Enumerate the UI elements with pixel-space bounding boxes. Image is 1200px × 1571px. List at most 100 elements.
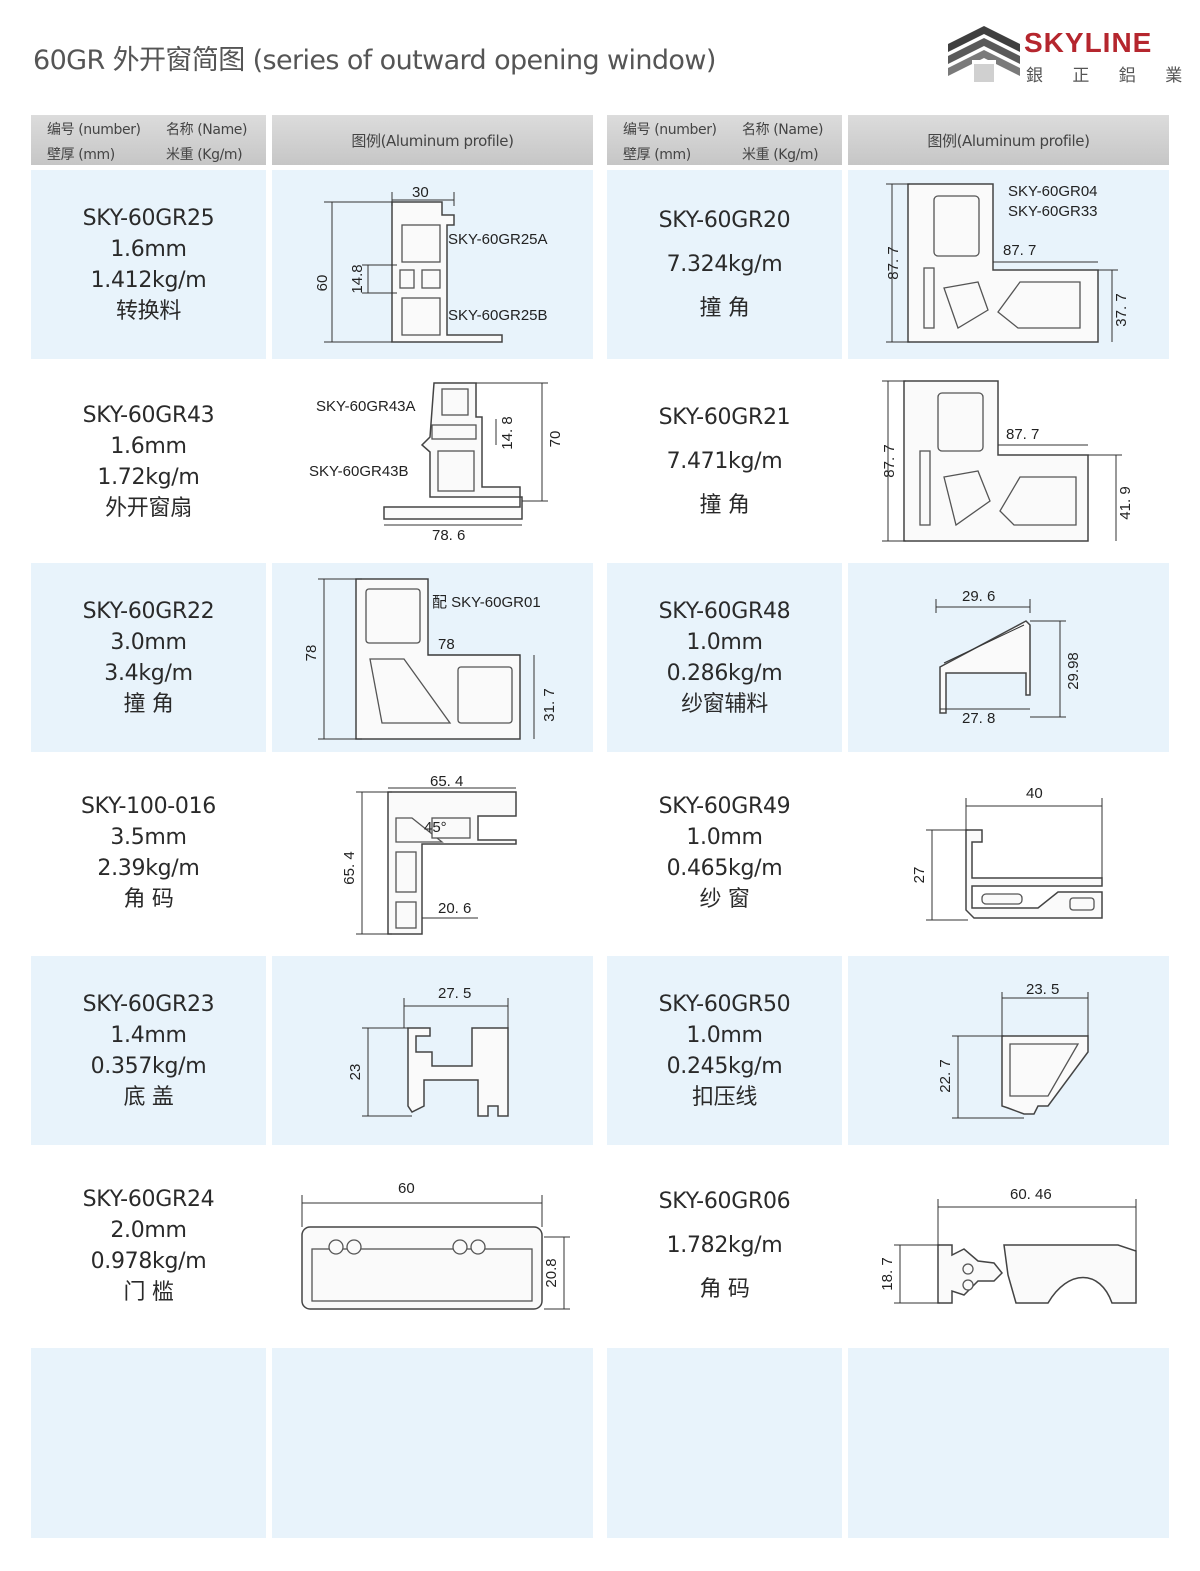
dim-height: 23 [347, 1064, 364, 1081]
header-number: 编号 (number) [623, 122, 717, 138]
profile-drawing-60gr21: 87. 7 87. 7 41. 9 [848, 367, 1169, 556]
profile-name: 纱 窗 [699, 886, 750, 912]
profile-weight: 1.412kg/m [90, 267, 207, 293]
profile-section-shape [387, 791, 517, 935]
dim-top: 65. 4 [430, 773, 463, 790]
profile-section-shape [355, 578, 521, 740]
profile-drawing-60gr23: 27. 5 23 [272, 956, 593, 1145]
profile-thickness: 2.0mm [110, 1217, 187, 1243]
profile-weight: 1.72kg/m [97, 464, 200, 490]
profile-name: 门 槛 [123, 1279, 174, 1305]
profile-section-shape [391, 201, 503, 343]
profile-info-60gr06: SKY-60GR06 1.782kg/m 角 码 [607, 1151, 842, 1340]
profile-name: 扣压线 [691, 1084, 758, 1110]
profile-code: SKY-100-016 [81, 793, 216, 819]
dim-top: 29. 6 [962, 588, 995, 605]
dim-height: 18. 7 [879, 1257, 896, 1290]
profile-thickness: 3.5mm [110, 824, 187, 850]
brand-subtitle: 銀 正 鋁 業 [1026, 66, 1195, 86]
profile-drawing-60gr20: SKY-60GR04 SKY-60GR33 87. 7 87. 7 37. 7 [848, 170, 1169, 359]
dim-end: 31. 7 [541, 688, 558, 721]
part-label-a: SKY-60GR25A [448, 231, 548, 248]
profile-drawing-60gr22: 配 SKY-60GR01 78 78 31. 7 [272, 563, 593, 752]
empty-cell [607, 1348, 842, 1538]
profile-section-shape [939, 620, 1031, 714]
profile-drawing-60gr24: 60 20.8 [272, 1151, 593, 1340]
profile-drawing-60gr43: SKY-60GR43A SKY-60GR43B 14. 8 70 78. 6 [272, 367, 593, 556]
brand-wordmark: SKYLINE [1024, 27, 1153, 58]
profile-name: 角 码 [123, 886, 174, 912]
profile-weight: 1.782kg/m [666, 1232, 783, 1258]
dim-width: 30 [412, 184, 429, 201]
header-thickness: 壁厚 (mm) [47, 147, 115, 163]
profile-code: SKY-60GR50 [658, 991, 791, 1017]
dim-height: 87. 7 [885, 246, 902, 279]
profile-info-60gr23: SKY-60GR23 1.4mm 0.357kg/m 底 盖 [31, 956, 266, 1145]
profile-section-shape [1001, 1035, 1089, 1115]
dim-width: 60 [398, 1180, 415, 1197]
profile-section-shape [383, 382, 523, 520]
dim-width: 78. 6 [432, 527, 465, 544]
dim-gap: 14.8 [349, 264, 366, 293]
profile-code: SKY-60GR21 [658, 404, 791, 430]
header-weight: 米重 (Kg/m) [166, 147, 243, 163]
header-thickness: 壁厚 (mm) [623, 147, 691, 163]
dim-height: 29.98 [1065, 652, 1082, 690]
profile-code: SKY-60GR49 [658, 793, 791, 819]
empty-cell [272, 1348, 593, 1538]
profile-weight: 0.286kg/m [666, 660, 783, 686]
profile-weight: 2.39kg/m [97, 855, 200, 881]
profile-code: SKY-60GR23 [82, 991, 215, 1017]
profile-weight: 7.471kg/m [666, 448, 783, 474]
header-figure-left: 图例(Aluminum profile) [272, 115, 593, 165]
profile-code: SKY-60GR24 [82, 1186, 215, 1212]
dim-height: 78 [303, 645, 320, 662]
brand-logo: SKYLINE 銀 正 鋁 業 [944, 24, 1182, 86]
profile-info-100-016: SKY-100-016 3.5mm 2.39kg/m 角 码 [31, 758, 266, 947]
profile-name: 纱窗辅料 [681, 691, 768, 717]
header-figure-right: 图例(Aluminum profile) [848, 115, 1169, 165]
empty-cell [848, 1348, 1169, 1538]
profile-thickness: 1.6mm [110, 236, 187, 262]
dim-width: 40 [1026, 785, 1043, 802]
profile-info-60gr25: SKY-60GR25 1.6mm 1.412kg/m 转换料 [31, 170, 266, 359]
profile-section-shape [907, 183, 1099, 343]
profile-info-60gr21: SKY-60GR21 7.471kg/m 撞 角 [607, 367, 842, 556]
profile-section-shape [937, 1244, 1137, 1304]
part-label-b: SKY-60GR25B [448, 307, 548, 324]
part-label-a: SKY-60GR04 [1008, 183, 1098, 200]
part-label-b: SKY-60GR33 [1008, 203, 1098, 220]
profile-info-60gr20: SKY-60GR20 7.324kg/m 撞 角 [607, 170, 842, 359]
dim-height: 60 [314, 275, 331, 292]
profile-code: SKY-60GR06 [658, 1188, 791, 1214]
profile-name: 转换料 [115, 298, 182, 324]
profile-drawing-60gr49: 40 27 [848, 758, 1169, 947]
profile-thickness: 1.0mm [686, 1022, 763, 1048]
mate-label: 配 SKY-60GR01 [432, 594, 541, 611]
part-label-a: SKY-60GR43A [316, 398, 416, 415]
dim-gap: 14. 8 [499, 416, 516, 449]
profile-drawing-60gr48: 29. 6 29.98 27. 8 [848, 563, 1169, 752]
dim-end: 37. 7 [1113, 293, 1130, 326]
profile-thickness: 1.6mm [110, 433, 187, 459]
profile-info-60gr49: SKY-60GR49 1.0mm 0.465kg/m 纱 窗 [607, 758, 842, 947]
profile-code: SKY-60GR20 [658, 207, 791, 233]
profile-drawing-60gr06: 60. 46 18. 7 [848, 1151, 1169, 1340]
profile-weight: 0.978kg/m [90, 1248, 207, 1274]
profile-code: SKY-60GR22 [82, 598, 215, 624]
dim-end: 41. 9 [1117, 486, 1134, 519]
header-weight: 米重 (Kg/m) [742, 147, 819, 163]
profile-drawing-60gr25: 30 60 14.8 SKY-60GR25A SKY-60GR25B [272, 170, 593, 359]
dim-leg: 78 [438, 636, 455, 653]
profile-thickness: 1.0mm [686, 824, 763, 850]
dim-leg: 87. 7 [1006, 426, 1039, 443]
dim-height: 27 [911, 867, 928, 884]
profile-name: 底 盖 [123, 1084, 174, 1110]
profile-weight: 0.465kg/m [666, 855, 783, 881]
profile-name: 撞 角 [699, 492, 750, 518]
header-name: 名称 (Name) [742, 122, 824, 138]
dim-height: 22. 7 [937, 1059, 954, 1092]
dim-width: 60. 46 [1010, 1186, 1052, 1203]
dim-angle: 45° [424, 819, 447, 836]
header-name: 名称 (Name) [166, 122, 248, 138]
